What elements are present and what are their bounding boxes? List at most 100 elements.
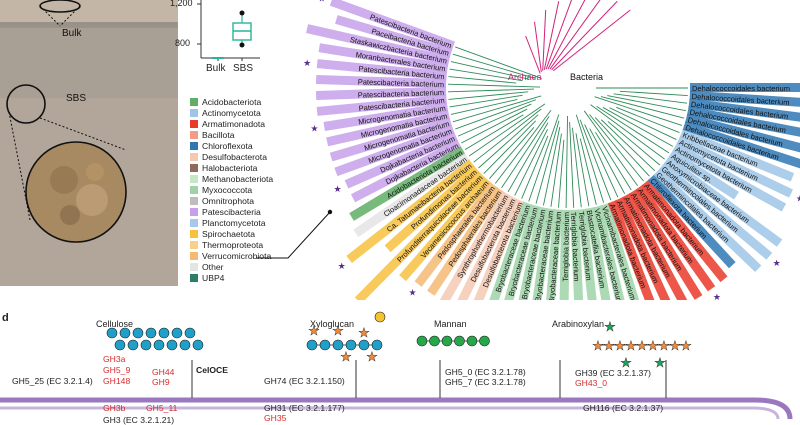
leaf-color-band — [315, 86, 447, 100]
tree-branch — [448, 88, 535, 93]
leaf-label: Terriglobia bacterium — [561, 212, 571, 282]
ytick-800: 800 — [175, 38, 191, 48]
leaf-color-band — [647, 174, 736, 269]
legend-label: Patescibacteria — [202, 206, 261, 217]
legend-swatch — [190, 163, 198, 172]
gh44-label: GH44 — [152, 367, 175, 377]
tree-branch — [473, 108, 542, 163]
tree-branch — [594, 96, 683, 126]
leaf-color-band — [306, 24, 451, 66]
leaf-color-band — [323, 102, 449, 131]
leaf-color-band — [335, 15, 453, 58]
svg-text:★: ★ — [680, 338, 692, 353]
legend-label: Methanobacteriota — [202, 173, 274, 184]
legend-swatch — [190, 251, 198, 260]
gh31-label: GH31 (EC 3.2.1.177) — [264, 403, 345, 413]
archaea-branch — [542, 10, 547, 71]
leaf-color-band — [687, 106, 800, 142]
leaf-color-band — [316, 59, 448, 81]
leaf-color-band — [427, 186, 504, 296]
leaf-color-band — [653, 168, 762, 272]
phylogenetic-tree: Patescibacteria bacterium★Paceibacteria … — [303, 0, 800, 300]
legend-item: Chloroflexota — [190, 140, 310, 151]
panel-d-letter: d — [2, 312, 9, 324]
leaf-label: Dehalococcoidales bacterium — [692, 84, 790, 93]
gh5-25-label: GH5_25 (EC 3.2.1.4) — [12, 376, 93, 386]
tree-branch — [528, 114, 560, 202]
legend-swatch — [190, 262, 198, 271]
leaf-color-band — [511, 206, 547, 300]
soil-photo-illustration — [0, 0, 178, 286]
leaf-color-band — [628, 189, 703, 300]
ubp4-pointer-line — [256, 209, 333, 259]
svg-text:★: ★ — [625, 338, 637, 353]
cell-membrane-inner — [0, 406, 780, 419]
gh39-label: GH39 (EC 3.2.1.37) — [575, 368, 651, 378]
legend-item: Acidobacteriota — [190, 96, 310, 107]
legend-swatch — [190, 207, 198, 216]
leaf-color-band — [663, 156, 783, 247]
leaf-color-band — [569, 209, 584, 300]
tree-branch — [468, 103, 546, 157]
tree-branch — [596, 106, 670, 154]
leaf-color-band — [689, 90, 800, 109]
gh3b-label: GH3b — [103, 403, 126, 413]
star-marker: ★ — [338, 261, 346, 271]
soil-photo-panel: Bulk SBS — [0, 0, 178, 286]
leaf-color-band — [600, 203, 653, 300]
leaf-color-band — [543, 209, 563, 300]
legend-item: Thermoproteota — [190, 239, 310, 250]
tree-branch — [616, 106, 680, 134]
star-marker: ★ — [333, 184, 341, 194]
archaea-branch — [552, 9, 631, 72]
tree-branch — [575, 133, 590, 207]
mannan-label: Mannan — [434, 319, 467, 329]
svg-text:★: ★ — [366, 349, 378, 364]
svg-text:★: ★ — [603, 338, 615, 353]
legend-item: Myxococcota — [190, 184, 310, 195]
tree-branch — [507, 122, 549, 193]
leaf-color-band — [399, 176, 492, 282]
leaf-color-band — [682, 121, 800, 174]
leaf-label: Terriglobia bacterium — [569, 212, 581, 282]
tree-branch — [589, 128, 626, 194]
legend-item: Spirochaetota — [190, 228, 310, 239]
tree-leaf: Terriglobia bacterium — [559, 209, 571, 300]
svg-text:★: ★ — [358, 325, 370, 340]
leaf-color-band — [329, 0, 456, 51]
star-marker: ★ — [713, 292, 721, 300]
star-marker: ★ — [310, 124, 318, 134]
tree-branch — [600, 96, 685, 119]
gh5-11-label: GH5_11 — [146, 403, 178, 413]
celloce-label: CelOCE — [196, 365, 228, 375]
substrate-glyphs: ★★★★★★★★★★★★★★★★★ — [0, 311, 793, 419]
legend-item: Patescibacteria — [190, 206, 310, 217]
gh116-label: GH116 (EC 3.2.1.37) — [583, 403, 664, 413]
tree-branch — [450, 61, 530, 80]
gh43-0-label: GH43_0 — [575, 378, 608, 388]
leaf-color-band — [607, 200, 661, 300]
mannan-glyph — [416, 335, 490, 347]
tree-branch — [455, 46, 542, 79]
tree-branch — [609, 107, 677, 140]
tree-branch — [448, 76, 517, 84]
tree-branch — [613, 93, 688, 104]
star-marker: ★ — [303, 58, 311, 68]
legend-item: Desulfobacterota — [190, 151, 310, 162]
gh5-9-label: GH5_9 — [103, 365, 131, 375]
leaf-color-band — [592, 205, 636, 300]
legend-swatch — [190, 119, 198, 128]
legend-label: Chloroflexota — [202, 140, 253, 151]
tree-branch — [483, 120, 537, 174]
leaf-color-band — [384, 165, 480, 253]
leaf-color-band — [672, 142, 787, 212]
tree-branch — [550, 133, 562, 207]
svg-text:★: ★ — [604, 319, 616, 334]
tree-branch — [594, 117, 650, 177]
cell-membrane-outer — [0, 397, 793, 419]
xtick-bulk: Bulk — [206, 63, 226, 74]
archaea-branch — [545, 0, 573, 70]
leaf-color-band — [334, 125, 455, 177]
tree-branch — [602, 107, 674, 147]
gh3-ec-label: GH3 (EC 3.2.1.21) — [103, 415, 175, 425]
